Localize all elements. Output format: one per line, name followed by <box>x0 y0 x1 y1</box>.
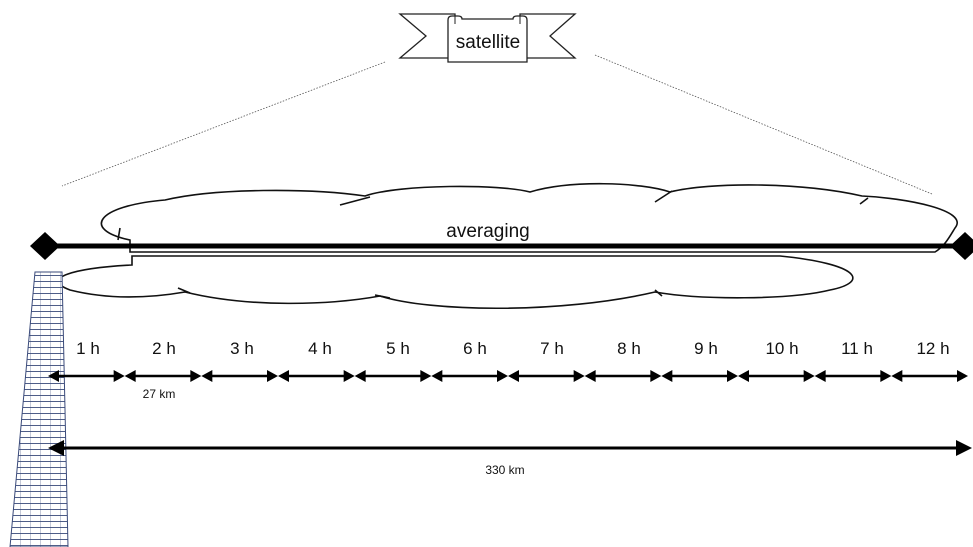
hour-segment-arrow <box>431 370 508 382</box>
hour-label: 8 h <box>617 339 641 358</box>
hour-segment-arrow <box>48 370 125 382</box>
cloud <box>57 182 958 310</box>
hour-segment-arrow <box>891 370 968 382</box>
hour-label: 5 h <box>386 339 410 358</box>
hour-segment-arrow <box>661 370 738 382</box>
cloud-label: averaging <box>446 221 529 242</box>
hour-segment-arrow <box>124 370 202 382</box>
satellite-label: satellite <box>456 32 520 53</box>
hour-label: 12 h <box>916 339 949 358</box>
hour-segment-arrow <box>354 370 432 382</box>
hour-label: 10 h <box>765 339 798 358</box>
hour-label: 6 h <box>463 339 487 358</box>
hour-label: 4 h <box>308 339 332 358</box>
view-line-right <box>594 54 933 195</box>
view-line-left <box>61 61 386 187</box>
hour-label: 7 h <box>540 339 564 358</box>
tower <box>9 271 69 547</box>
hour-label: 9 h <box>694 339 718 358</box>
averaging-diamond-left <box>30 232 60 260</box>
hour-segment-arrow <box>201 370 278 382</box>
hour-segment-arrow <box>584 370 662 382</box>
hour-segment-arrow <box>814 370 892 382</box>
total-distance-label: 330 km <box>485 463 524 477</box>
hourly-segments <box>48 370 968 382</box>
total-distance-arrow <box>48 440 972 456</box>
hour-segment-arrow <box>738 370 815 382</box>
hourly-distance-label: 27 km <box>143 387 176 401</box>
hour-labels: 1 h 2 h 3 h 4 h 5 h 6 h 7 h 8 h 9 h 10 h… <box>76 339 949 358</box>
hour-segment-arrow <box>278 370 355 382</box>
hour-label: 1 h <box>76 339 100 358</box>
hour-label: 11 h <box>841 339 873 358</box>
hour-segment-arrow <box>508 370 585 382</box>
hour-label: 3 h <box>230 339 254 358</box>
satellite-banner: satellite <box>398 13 577 63</box>
hour-label: 2 h <box>152 339 176 358</box>
averaging-diamond-right <box>950 232 973 260</box>
